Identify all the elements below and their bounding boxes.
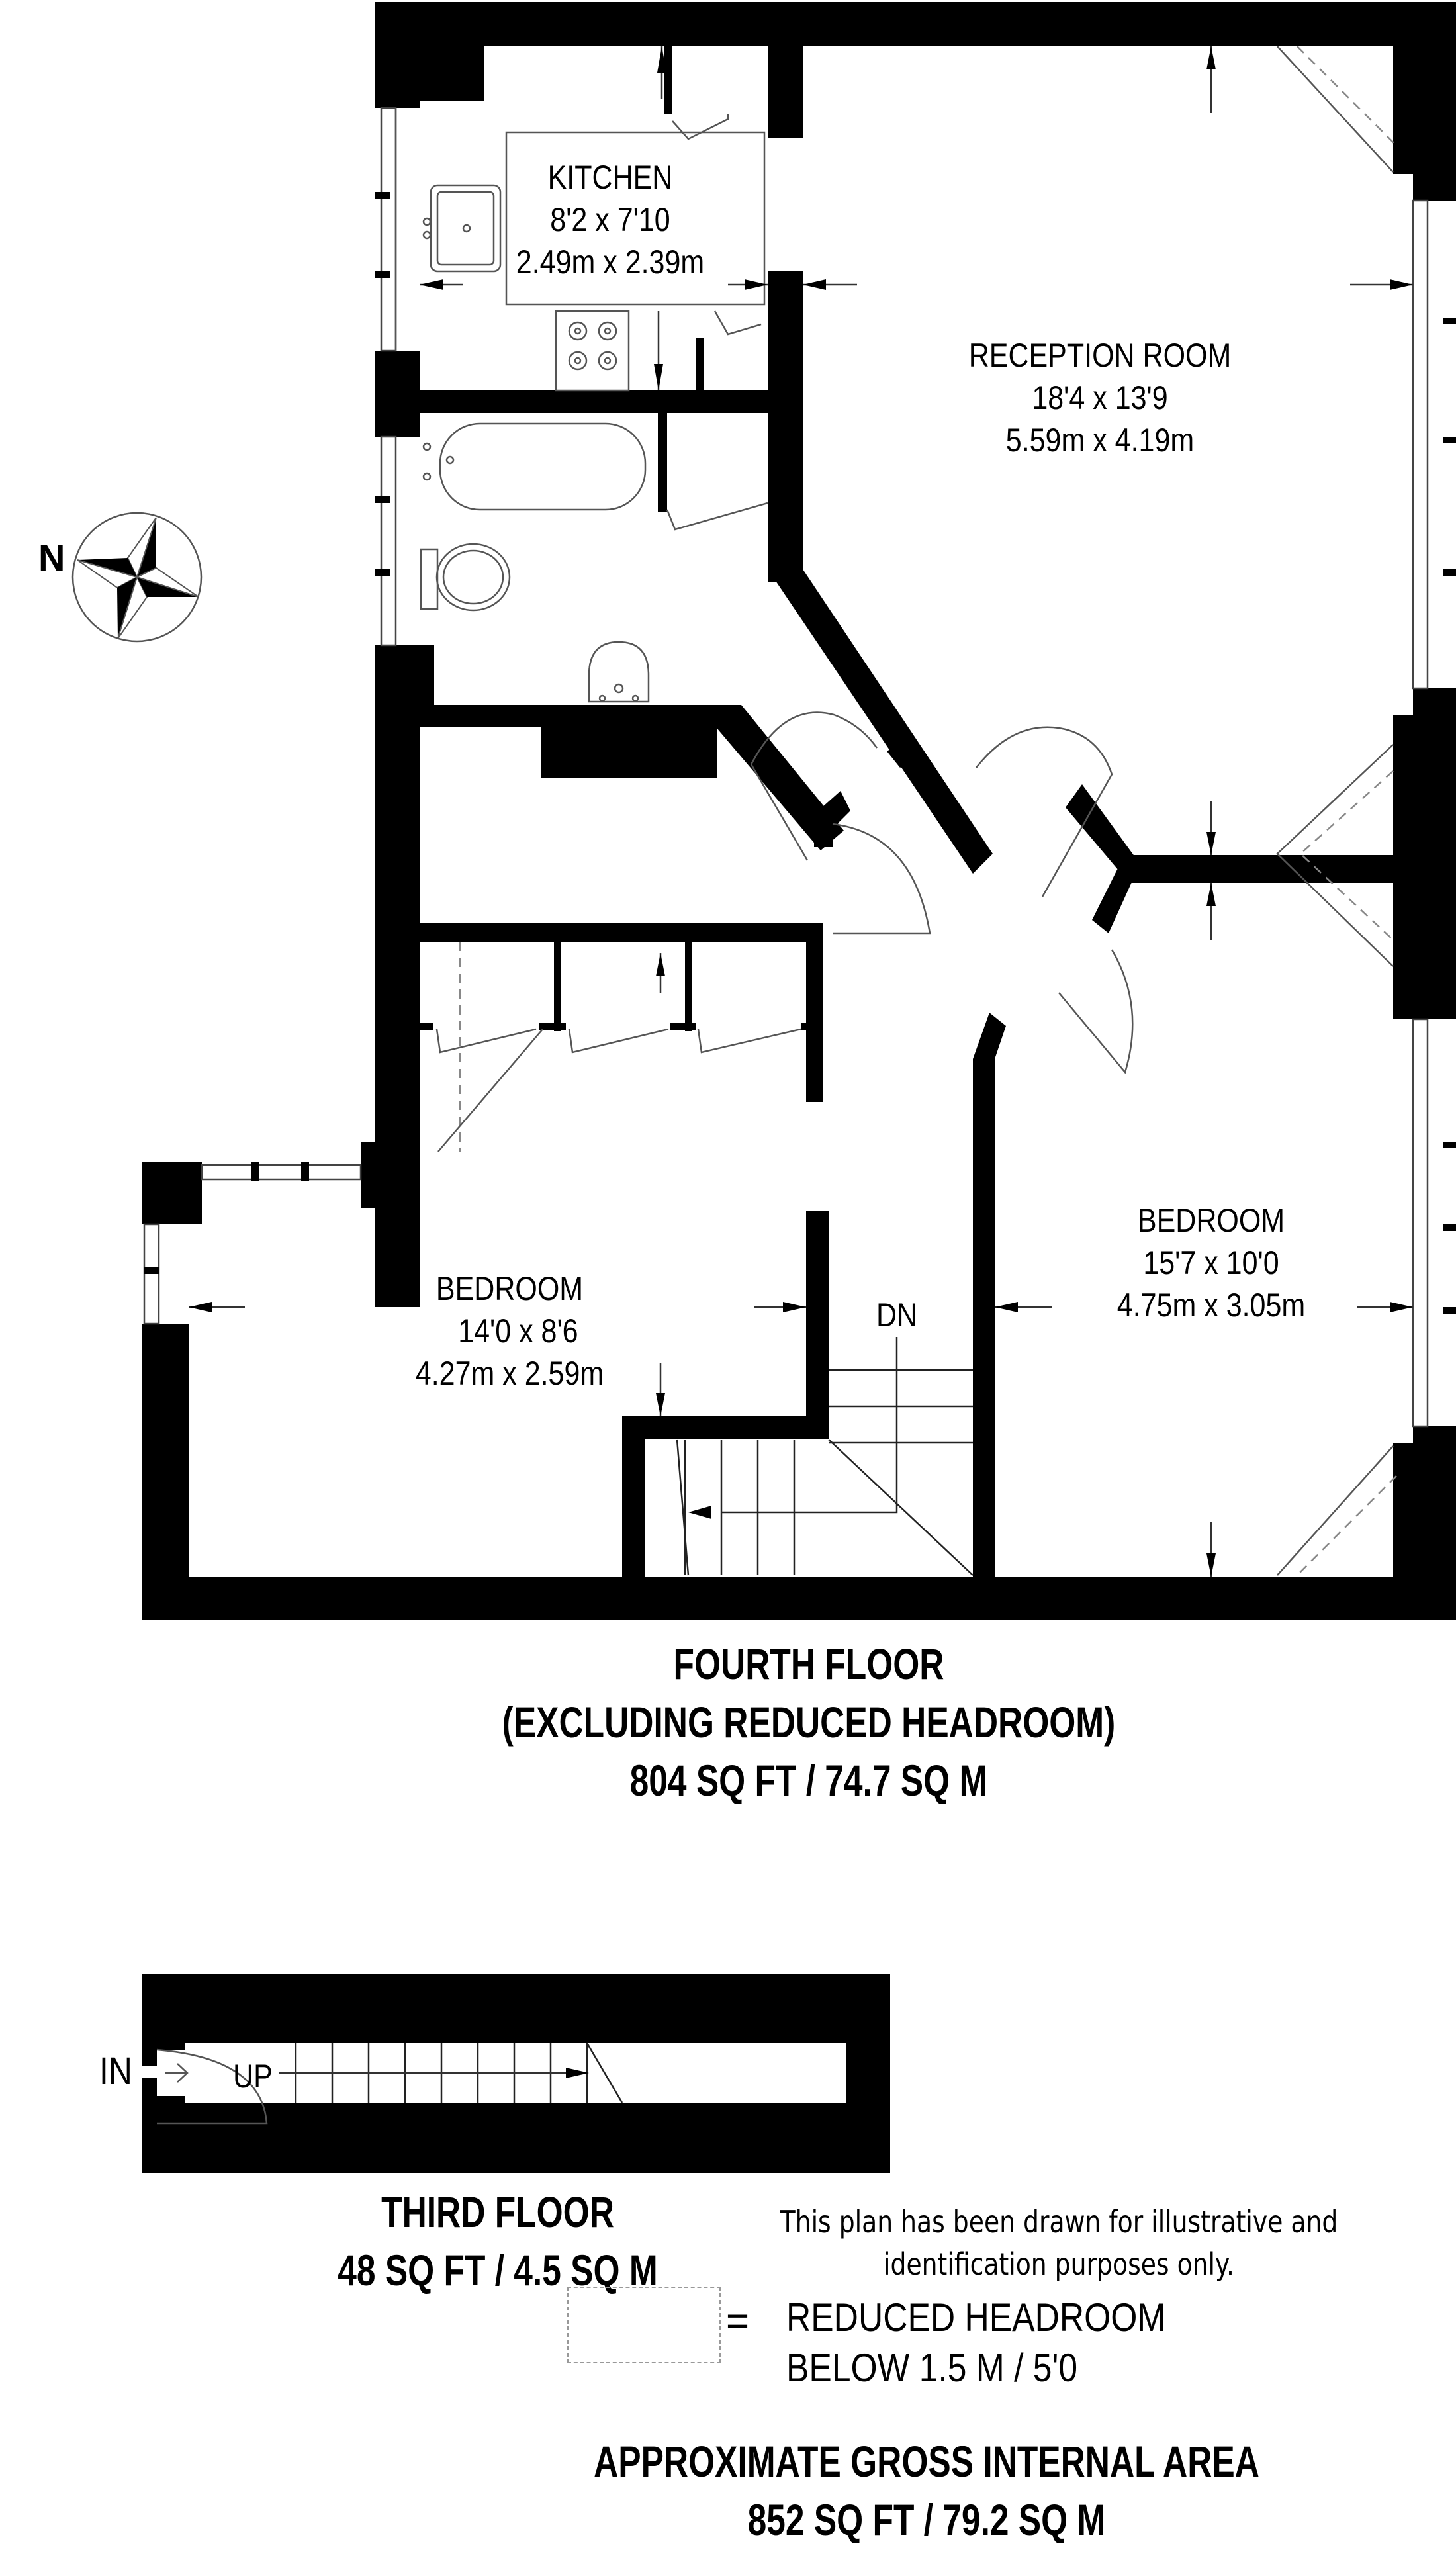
stair-down-label: DN [876,1297,918,1334]
floor-title: THIRD FLOOR [381,2187,614,2236]
floor-title: FOURTH FLOOR [673,1639,944,1688]
room-label-bedroom-2: BEDROOM 15'7 x 10'0 4.75m x 3.05m [1117,1199,1305,1326]
disclaimer-line-1: This plan has been drawn for illustrativ… [780,2204,1338,2240]
room-label-bedroom-1: BEDROOM 14'0 x 8'6 4.27m x 2.59m [416,1267,604,1394]
doors [435,114,1134,1074]
room-metric: 4.27m x 2.59m [415,1355,604,1392]
room-metric: 2.49m x 2.39m [516,244,705,281]
legend-text: REDUCED HEADROOM BELOW 1.5 M / 5'0 [786,2293,1165,2393]
stairs-down [676,1337,974,1576]
disclaimer: This plan has been drawn for illustrativ… [780,2201,1338,2285]
reduced-headroom-zones [437,46,1397,1576]
toilet-icon [420,543,511,612]
room-imperial: 15'7 x 10'0 [1143,1244,1279,1281]
room-metric: 5.59m x 4.19m [1005,422,1195,459]
dimension-arrows [189,46,1413,1577]
room-metric: 4.75m x 3.05m [1116,1287,1306,1324]
compass-north-label: N [38,537,66,578]
compass-rose-icon [71,512,203,643]
total-title: APPROXIMATE GROSS INTERNAL AREA [594,2437,1259,2486]
legend-equals: = [726,2299,750,2343]
floor-subtitle: (EXCLUDING REDUCED HEADROOM) [502,1698,1116,1747]
stair-up-label: UP [233,2058,273,2095]
room-label-reception: RECEPTION ROOM 18'4 x 13'9 5.59m x 4.19m [969,334,1232,461]
total-area-caption: APPROXIMATE GROSS INTERNAL AREA 852 SQ F… [594,2432,1259,2549]
fourth-floor-walls [142,2,1456,1620]
fourth-floor-caption: FOURTH FLOOR (EXCLUDING REDUCED HEADROOM… [502,1635,1116,1809]
reduced-headroom-legend-swatch [567,2287,721,2363]
room-imperial: 18'4 x 13'9 [1032,379,1168,416]
floor-area: 804 SQ FT / 74.7 SQ M [629,1756,988,1805]
entry-arrow-icon [165,2063,189,2083]
entry-label: IN [99,2050,132,2093]
room-name: KITCHEN [547,159,673,196]
room-imperial: 8'2 x 7'10 [550,201,670,238]
total-area: 852 SQ FT / 79.2 SQ M [747,2495,1106,2544]
disclaimer-line-2: identification purposes only. [884,2246,1234,2282]
windows [143,107,1456,1428]
room-name: BEDROOM [1137,1202,1285,1239]
room-name: BEDROOM [435,1270,584,1307]
bathtub-icon [439,422,647,511]
third-floor-caption: THIRD FLOOR 48 SQ FT / 4.5 SQ M [338,2183,657,2299]
kitchen-fixtures [422,131,766,392]
basin-icon [588,641,650,703]
legend-line-2: BELOW 1.5 M / 5'0 [786,2346,1078,2390]
room-name: RECEPTION ROOM [968,337,1232,374]
bathroom-fixtures [420,422,650,703]
hob-icon [555,310,630,392]
floor-area: 48 SQ FT / 4.5 SQ M [338,2246,658,2295]
room-imperial: 14'0 x 8'6 [458,1312,578,1349]
room-label-kitchen: KITCHEN 8'2 x 7'10 2.49m x 2.39m [516,156,704,283]
third-floor-plan [142,1974,890,2173]
legend-line-1: REDUCED HEADROOM [786,2295,1166,2340]
